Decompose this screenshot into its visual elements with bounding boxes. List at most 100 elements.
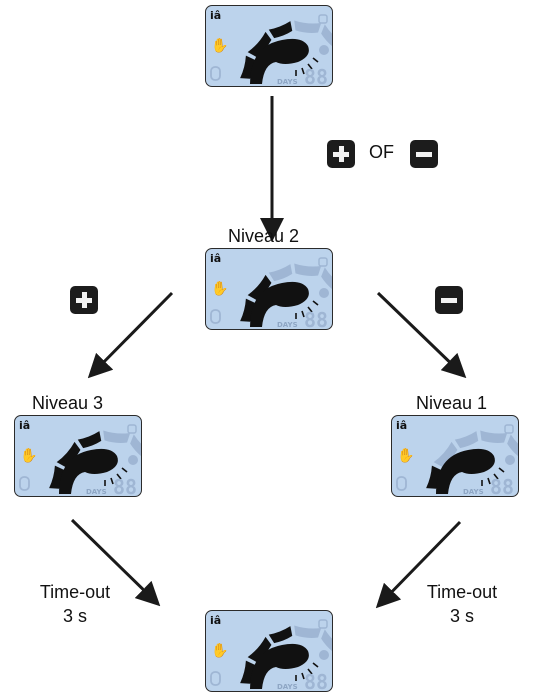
lcd-digits: 88 <box>304 670 328 692</box>
level-segment-extra <box>507 434 518 456</box>
shower-head-icon <box>436 448 495 494</box>
clock-icon <box>319 288 329 298</box>
level-segment-extra <box>130 434 141 456</box>
level-segment-extra <box>321 267 332 289</box>
level-segment-3 <box>77 431 102 449</box>
water-drop-2 <box>307 306 313 313</box>
lcd-digits: 88 <box>304 65 328 87</box>
arrow-center-to-left <box>87 291 174 379</box>
water-drop-2 <box>116 473 122 480</box>
hand-icon: ✋ <box>20 447 37 464</box>
level-segment-2 <box>247 31 272 57</box>
minus-icon <box>410 140 438 168</box>
shower-head-icon <box>250 38 309 84</box>
door-icon <box>396 476 407 491</box>
plus-icon <box>327 140 355 168</box>
label-niveau-2: Niveau 2 <box>228 226 300 246</box>
arrow-right-to-bottom <box>375 520 462 609</box>
lcd-days-label: DAYS <box>277 683 298 691</box>
level-segment-3 <box>268 21 293 39</box>
level-segment-extra <box>321 24 332 46</box>
lcd-digits: 88 <box>304 308 328 330</box>
lcd-digits: 88 <box>490 475 514 497</box>
level-segment-4 <box>480 430 508 443</box>
lock-icon <box>318 257 328 267</box>
water-drop-1 <box>301 672 305 680</box>
clock-icon <box>319 45 329 55</box>
label-niveau-1: Niveau 1 <box>416 393 488 413</box>
shower-head-icon <box>250 643 309 689</box>
water-drop-2 <box>493 473 499 480</box>
lock-icon <box>127 424 137 434</box>
lock-icon <box>318 619 328 629</box>
hand-icon: ✋ <box>211 642 228 659</box>
label-timeout-left-line1: Time-out <box>39 582 111 602</box>
minus-icon <box>435 286 463 314</box>
water-drop-3 <box>121 467 128 473</box>
label-timeout-right-line2: 3 s <box>449 606 474 626</box>
door-icon <box>19 476 30 491</box>
label-or: OF <box>369 142 394 162</box>
water-drop-3 <box>312 300 319 306</box>
level-segment-2 <box>247 636 272 662</box>
lcd-days-label: DAYS <box>277 321 298 329</box>
water-drop-1 <box>110 477 114 485</box>
lcd-days-label: DAYS <box>463 488 484 496</box>
shower-head-icon <box>59 448 118 494</box>
water-drop-2 <box>307 63 313 70</box>
door-icon <box>210 671 221 686</box>
level-segment-4 <box>103 430 131 443</box>
lcd-days-label: DAYS <box>86 488 107 496</box>
smart-home-icon: iâ <box>210 9 221 22</box>
level-segment-4 <box>294 20 322 33</box>
level-segment-4 <box>294 625 322 638</box>
label-timeout-right: Time-out 3 s <box>412 580 512 628</box>
clock-icon <box>128 455 138 465</box>
level-segment-extra <box>321 629 332 651</box>
lcd-days-label: DAYS <box>277 78 298 86</box>
label-niveau-3: Niveau 3 <box>32 393 104 413</box>
plus-icon <box>70 286 98 314</box>
label-timeout-left: Time-out 3 s <box>25 580 125 628</box>
door-icon <box>210 309 221 324</box>
smart-home-icon: iâ <box>210 252 221 265</box>
hand-icon: ✋ <box>211 280 228 297</box>
level-segment-3 <box>268 626 293 644</box>
lock-icon <box>504 424 514 434</box>
arrow-center-to-right <box>376 291 467 379</box>
level-segment-3 <box>454 431 479 449</box>
level-segment-4 <box>294 263 322 276</box>
water-drop-3 <box>312 57 319 63</box>
level-segment-2 <box>433 441 458 467</box>
clock-icon <box>319 650 329 660</box>
smart-home-icon: iâ <box>210 614 221 627</box>
water-drop-2 <box>307 668 313 675</box>
smart-home-icon: iâ <box>19 419 30 432</box>
water-drop-1 <box>301 310 305 318</box>
lock-icon <box>318 14 328 24</box>
level-segment-3 <box>268 264 293 282</box>
shower-head-icon <box>250 281 309 327</box>
water-drop-3 <box>312 662 319 668</box>
level-segment-2 <box>56 441 81 467</box>
lcd-digits: 88 <box>113 475 137 497</box>
hand-icon: ✋ <box>397 447 414 464</box>
label-timeout-right-line1: Time-out <box>426 582 498 602</box>
level-segment-2 <box>247 274 272 300</box>
hand-icon: ✋ <box>211 37 228 54</box>
door-icon <box>210 66 221 81</box>
smart-home-icon: iâ <box>396 419 407 432</box>
water-drop-3 <box>498 467 505 473</box>
label-timeout-left-line2: 3 s <box>62 606 87 626</box>
